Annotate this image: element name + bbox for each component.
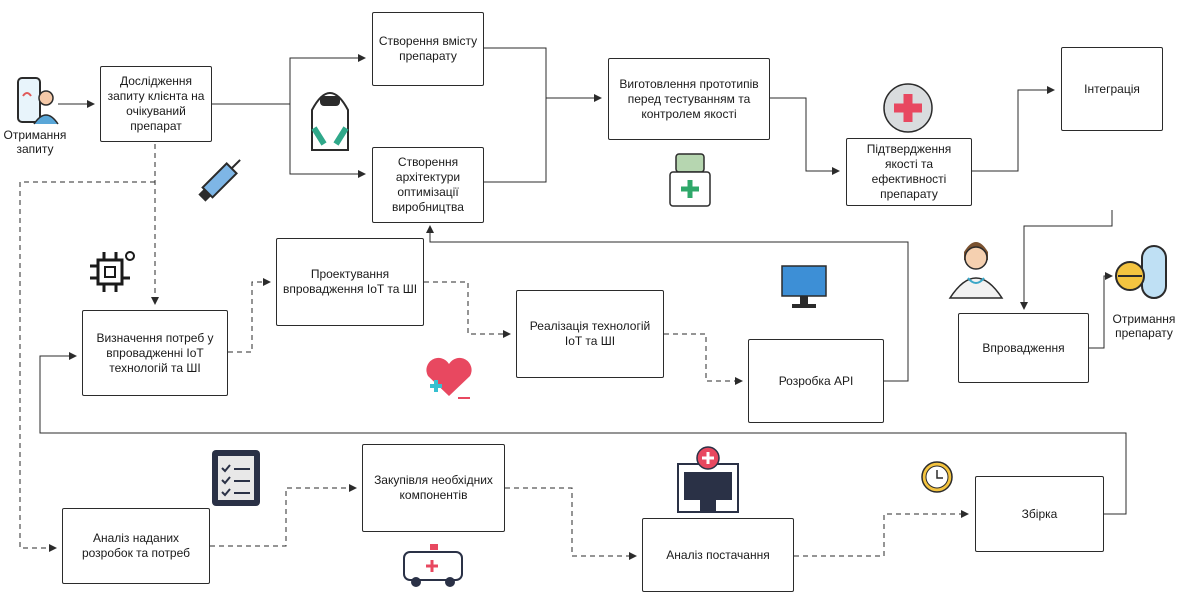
start-label: Отримання запиту [3, 128, 67, 156]
hazmat-suit-icon [311, 92, 349, 151]
hospital-icon [677, 446, 739, 513]
edge-api-architecture [426, 225, 909, 382]
chip-icon [90, 251, 135, 292]
node-api: Розробка API [748, 339, 884, 423]
edge-research-content [212, 54, 366, 105]
edge-realization-api [664, 333, 743, 385]
clipboard-icon [212, 450, 260, 506]
edge-procurement-supply [505, 487, 637, 560]
node-architecture: Створення архітектури оптимізації виробн… [372, 147, 484, 223]
edge-needs-design [228, 278, 271, 353]
node-confirmation: Підтвердження якості та ефективності пре… [846, 138, 972, 206]
edge-content-prototypes [484, 47, 602, 102]
doctor-icon [948, 242, 1004, 299]
node-analysis: Аналіз наданих розробок та потреб [62, 508, 210, 584]
syringe-icon [198, 159, 241, 202]
node-design: Проектування впровадження IoT та ШІ [276, 238, 424, 326]
node-research: Дослідження запиту клієнта на очікуваний… [100, 66, 212, 142]
monitor-icon [781, 265, 827, 308]
edge-supply-assembly [794, 510, 969, 557]
edge-research-analysis [19, 181, 155, 552]
edge-design-realization [424, 281, 511, 338]
node-integration: Інтеграція [1061, 47, 1163, 131]
node-prototypes: Виготовлення прототипів перед тестування… [608, 58, 770, 140]
edge-implementation-end [1089, 272, 1113, 349]
node-needs: Визначення потреб у впровадженні IoT тех… [82, 310, 228, 396]
node-content: Створення вмісту препарату [372, 12, 484, 86]
pill-box-icon [669, 153, 711, 207]
edge-architecture-prototypes [484, 98, 547, 183]
node-assembly: Збірка [975, 476, 1104, 552]
edge-assembly-needs [39, 352, 1127, 515]
node-procurement: Закупівля необхідних компонентів [362, 444, 505, 532]
node-implementation: Впровадження [958, 313, 1089, 383]
clock-icon [921, 461, 953, 493]
end-label: Отримання препарату [1112, 312, 1176, 340]
node-realization: Реалізація технологій IoT та ШІ [516, 290, 664, 378]
edge-research-architecture [289, 104, 366, 178]
heart-icon [426, 357, 472, 399]
edge-integration-implementation [1020, 210, 1113, 310]
doctor-phone-icon [17, 77, 59, 125]
ambulance-icon [403, 544, 463, 587]
edge-prototypes-confirmation [770, 97, 840, 175]
node-supply: Аналіз постачання [642, 518, 794, 592]
edge-confirmation-integration [972, 86, 1055, 172]
edge-analysis-procurement [210, 484, 357, 547]
capsule-icon [1115, 245, 1167, 299]
medical-cross-icon [883, 83, 933, 133]
